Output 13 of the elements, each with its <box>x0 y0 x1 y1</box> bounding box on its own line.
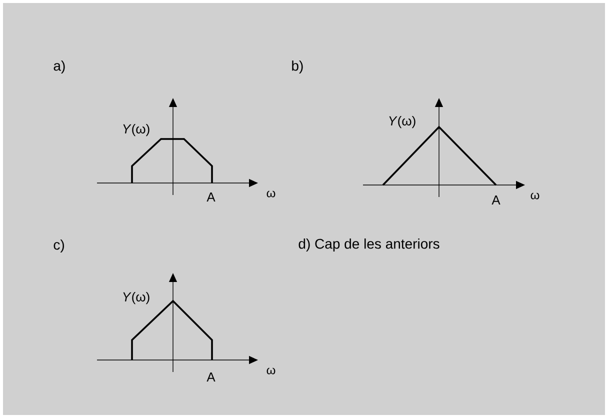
tick-label: A <box>206 192 216 202</box>
tick-label: A <box>206 372 216 382</box>
axis-label: Y(ω) <box>123 292 150 304</box>
axis-label: ω <box>530 192 540 200</box>
axis-label: Y(ω) <box>123 124 150 136</box>
axis-label: ω <box>266 190 276 198</box>
axis-label: ω <box>266 368 276 374</box>
panel-label: a) <box>54 60 65 74</box>
panel-label: c) <box>54 239 64 253</box>
panel-label: d) Cap de les anteriors <box>298 238 440 252</box>
panel-label: b) <box>292 60 303 74</box>
tick-label: A <box>492 196 500 204</box>
axis-label: Y(ω) <box>389 116 416 128</box>
